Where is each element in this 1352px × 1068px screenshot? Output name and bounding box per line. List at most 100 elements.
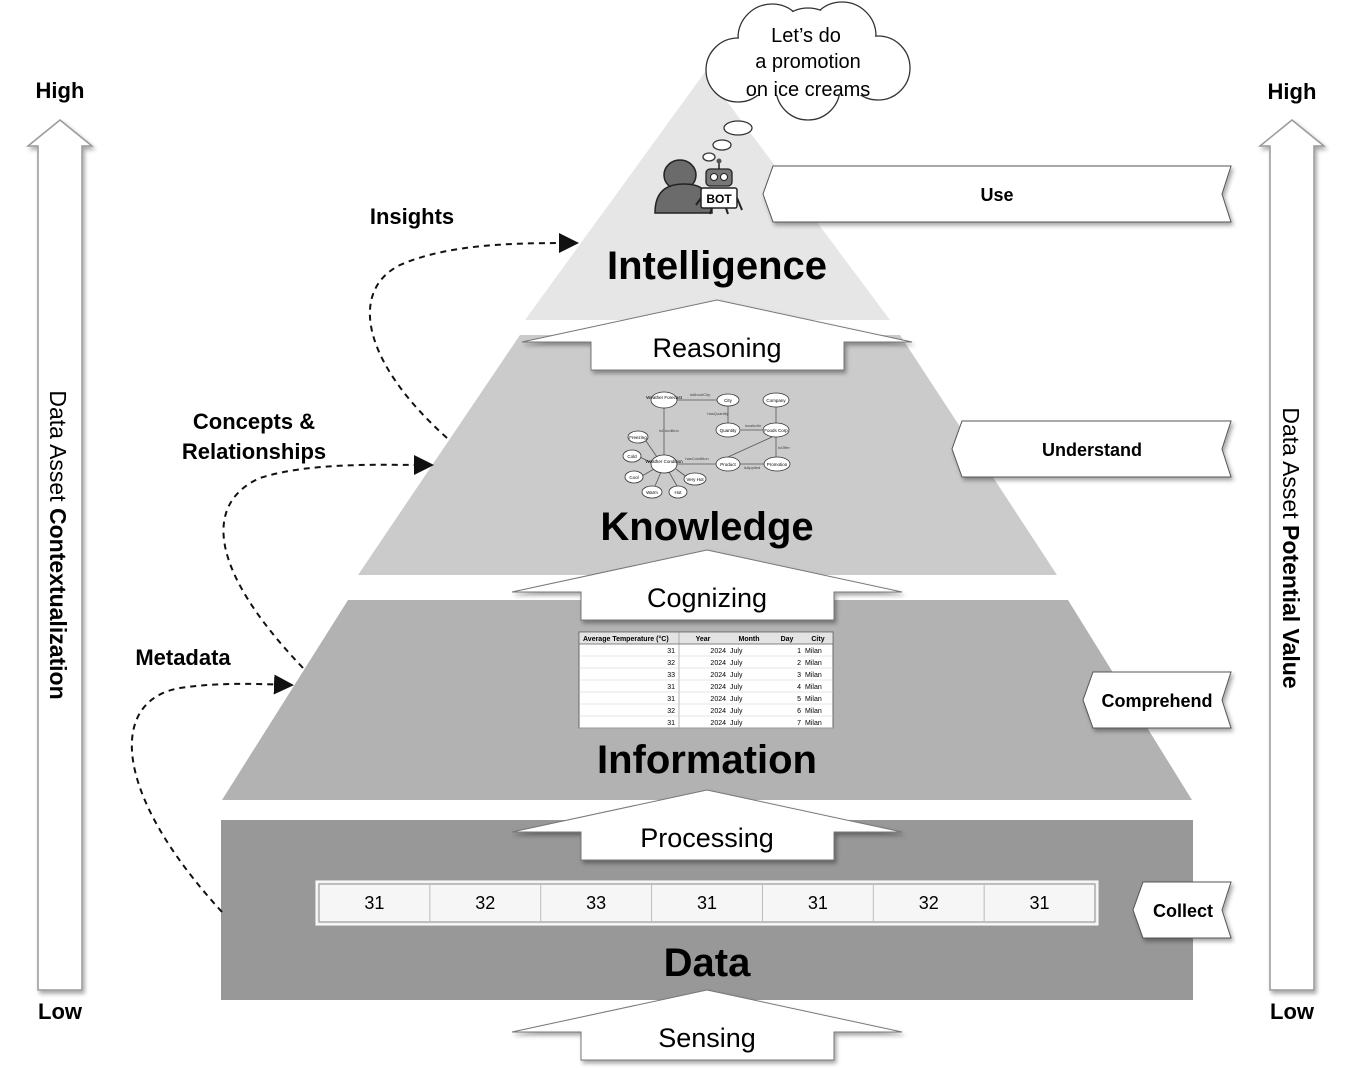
intelligence-title: Intelligence — [607, 244, 827, 288]
left-axis-label: Data Asset Contextualization — [45, 390, 71, 699]
table-cell-city: Milan — [805, 660, 822, 667]
right-axis: High Low Data Asset Potential Value — [1257, 79, 1327, 1024]
graph-node-product: Product — [720, 462, 736, 467]
insights-curve — [368, 233, 579, 439]
table-cell-city: Milan — [805, 684, 822, 691]
thought-line-1: Let’s do — [771, 25, 841, 47]
table-cell-city: Milan — [805, 696, 822, 703]
reasoning-label: Reasoning — [652, 333, 781, 363]
table-cell-month: July — [730, 708, 743, 715]
graph-node-weather-condition: Weather Condition — [645, 459, 683, 464]
left-axis: High Low Data Asset Contextualization — [25, 78, 95, 1024]
comprehend-tag-label: Comprehend — [1101, 691, 1212, 711]
table-cell-year: 2024 — [710, 684, 726, 691]
table-cell-day: 7 — [797, 720, 801, 727]
table-cell-year: 2024 — [710, 708, 726, 715]
table-cell-day: 4 — [797, 684, 801, 691]
edge-label-1: isAboutCity — [690, 392, 710, 397]
graph-node-cold: Cold — [627, 454, 637, 459]
edge-label-5: isCondition — [659, 428, 679, 433]
cognizing-arrow: Cognizing — [511, 549, 903, 621]
thought-cloud: Let’s do a promotion on ice creams — [702, 1, 911, 162]
table-header-day: Day — [781, 636, 794, 643]
graph-node-freezing: Freezing — [629, 435, 647, 440]
table-cell-month: July — [730, 696, 743, 703]
table-cell-temperature: 32 — [667, 660, 675, 667]
left-axis-arrow — [25, 119, 95, 991]
right-axis-label: Data Asset Potential Value — [1278, 407, 1304, 688]
understand-tag-label: Understand — [1042, 440, 1142, 460]
table-cell-month: July — [730, 672, 743, 679]
person-and-bot-icon: BOT — [654, 158, 743, 215]
graph-node-weather-forecast: Weather Forecast — [646, 395, 682, 400]
data-cell-value: 32 — [475, 893, 495, 913]
understand-tag: Understand — [951, 420, 1232, 478]
thought-line-2: a promotion — [755, 51, 861, 73]
edge-label-7: isOffer — [778, 445, 790, 450]
table-cell-year: 2024 — [710, 660, 726, 667]
table-cell-temperature: 31 — [667, 696, 675, 703]
edge-label-2: hasQuantity — [707, 411, 728, 416]
graph-node-promotion: Promotion — [767, 462, 788, 467]
graph-node-company: Company — [766, 398, 786, 403]
data-cell-value: 32 — [919, 893, 939, 913]
sensing-label: Sensing — [658, 1023, 756, 1053]
table-cell-temperature: 33 — [667, 672, 675, 679]
use-tag-label: Use — [980, 185, 1013, 205]
cognizing-label: Cognizing — [647, 583, 767, 613]
table-header-city: City — [811, 636, 824, 643]
table-cell-year: 2024 — [710, 720, 726, 727]
information-table: Average Temperature (°C) Year Month Day … — [578, 631, 834, 729]
table-cell-day: 5 — [797, 696, 801, 703]
processing-arrow: Processing — [511, 789, 903, 861]
insights-label: Insights — [370, 204, 454, 229]
table-cell-month: July — [730, 720, 743, 727]
graph-node-hot: Hot — [674, 490, 682, 495]
data-title: Data — [664, 941, 751, 985]
table-cell-year: 2024 — [710, 672, 726, 679]
edge-label-6: isApplied — [744, 465, 760, 470]
comprehend-tag: Comprehend — [1082, 671, 1232, 729]
table-cell-city: Milan — [805, 648, 822, 655]
information-title: Information — [597, 738, 817, 782]
graph-node-very-hot: Very Hot — [686, 477, 704, 482]
table-cell-temperature: 31 — [667, 648, 675, 655]
table-header-temperature: Average Temperature (°C) — [583, 635, 669, 643]
knowledge-layer — [358, 335, 1057, 575]
right-axis-high: High — [1268, 79, 1317, 104]
bot-label: BOT — [706, 192, 732, 206]
table-cell-temperature: 31 — [667, 720, 675, 727]
graph-node-foods-corp: Foods Corp — [764, 428, 788, 433]
data-cell-value: 31 — [808, 893, 828, 913]
table-cell-day: 2 — [797, 660, 801, 667]
sensing-arrow: Sensing — [511, 989, 903, 1061]
data-cell-value: 31 — [364, 893, 384, 913]
concepts-curve — [222, 454, 434, 669]
right-axis-arrow — [1257, 119, 1327, 991]
graph-node-warm: Warm — [646, 490, 658, 495]
table-cell-year: 2024 — [710, 696, 726, 703]
metadata-label: Metadata — [135, 645, 231, 670]
table-header-month: Month — [739, 636, 760, 643]
graph-node-city: City — [724, 398, 732, 403]
edge-label-3: locatedIn — [745, 423, 761, 428]
concepts-label-line1: Concepts & — [193, 409, 315, 434]
table-cell-month: July — [730, 648, 743, 655]
knowledge-title: Knowledge — [600, 505, 813, 549]
use-tag: Use — [762, 165, 1232, 223]
table-cell-day: 1 — [797, 648, 801, 655]
left-axis-low: Low — [38, 999, 83, 1024]
reasoning-arrow: Reasoning — [521, 299, 913, 371]
graph-node-quantity: Quantity — [720, 428, 738, 433]
thought-line-3: on ice creams — [746, 79, 871, 101]
left-axis-high: High — [36, 78, 85, 103]
edge-label-4: hasCondition — [685, 456, 708, 461]
table-header-year: Year — [696, 636, 711, 643]
data-cell-value: 31 — [1030, 893, 1050, 913]
metadata-curve — [130, 674, 294, 913]
concepts-label-line2: Relationships — [182, 439, 326, 464]
table-cell-month: July — [730, 660, 743, 667]
